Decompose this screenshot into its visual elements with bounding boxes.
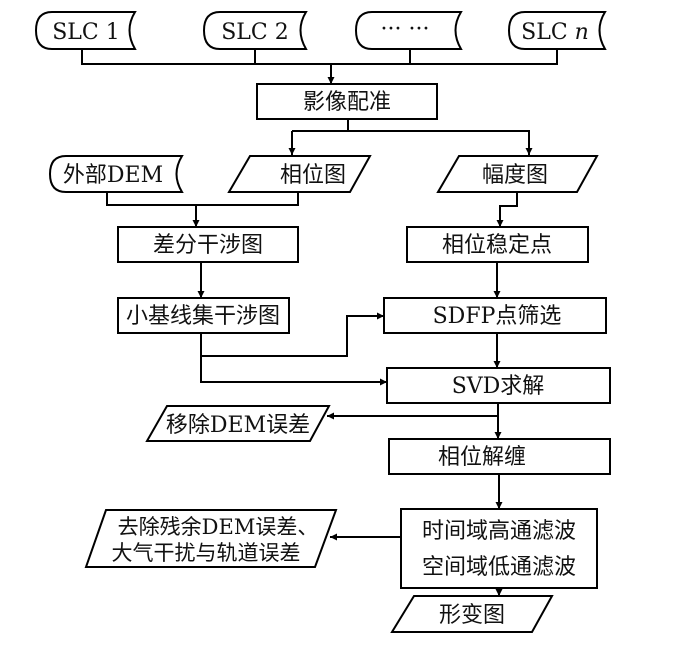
node-slc2-label: SLC 2 [221,20,289,45]
node-filter-label-line2: 空间域低通滤波 [422,555,576,580]
node-residual-label-line1: 去除残余DEM误差、 [118,515,319,539]
edges-coreg-split [288,119,533,155]
node-ext-dem-label: 外部DEM [63,163,163,188]
node-slc1-label: SLC 1 [52,20,120,45]
node-slcn: SLC n [507,11,607,50]
edges-slc-to-coreg [81,49,558,84]
node-deformation: 形变图 [390,595,554,633]
node-slc-more-label: ··· ··· [381,17,430,42]
node-slc2: SLC 2 [202,11,308,50]
edges-row3 [197,262,501,298]
node-phase-map-label: 相位图 [280,163,346,188]
node-coreg: 影像配准 [256,83,438,120]
node-filter-label-line1: 时间域高通滤波 [422,519,576,544]
node-amp-map-label: 幅度图 [482,163,548,188]
node-amp-map: 幅度图 [436,155,599,193]
node-svd: SVD求解 [386,367,611,404]
node-stable-pts: 相位稳定点 [406,226,589,263]
node-coreg-label: 影像配准 [303,90,391,115]
node-unwrap-label: 相位解缠 [438,445,526,470]
node-sdfp-label: SDFP点筛选 [433,304,562,329]
node-stable-pts-label: 相位稳定点 [442,233,552,258]
edges-svd-out [327,403,502,439]
node-remove-dem: 移除DEM误差 [145,405,331,442]
edge-amp-to-stable [496,192,518,227]
node-diff-ifg: 差分干涉图 [117,226,299,263]
node-residual: 去除残余DEM误差、 大气干扰与轨道误差 [84,509,338,568]
node-phase-map: 相位图 [227,155,372,193]
node-diff-ifg-label: 差分干涉图 [153,233,263,258]
node-svd-label: SVD求解 [452,374,545,399]
node-slc1: SLC 1 [34,11,137,50]
node-sbas-ifg-label: 小基线集干涉图 [126,304,280,329]
node-sdfp: SDFP点筛选 [383,297,607,334]
node-unwrap: 相位解缠 [388,438,611,475]
node-residual-label-line2: 大气干扰与轨道误差 [112,541,301,565]
node-sbas-ifg: 小基线集干涉图 [117,297,290,334]
node-slc-more: ··· ··· [354,11,463,50]
node-deformation-label: 形变图 [439,603,505,628]
edges-sbas-out [200,312,387,386]
node-remove-dem-label: 移除DEM误差 [166,413,310,438]
edges-to-diff-ifg [106,192,299,227]
node-ext-dem: 外部DEM [48,155,184,193]
node-slcn-label: SLC n [521,20,589,45]
node-filter: 时间域高通滤波 空间域低通滤波 [400,508,598,589]
